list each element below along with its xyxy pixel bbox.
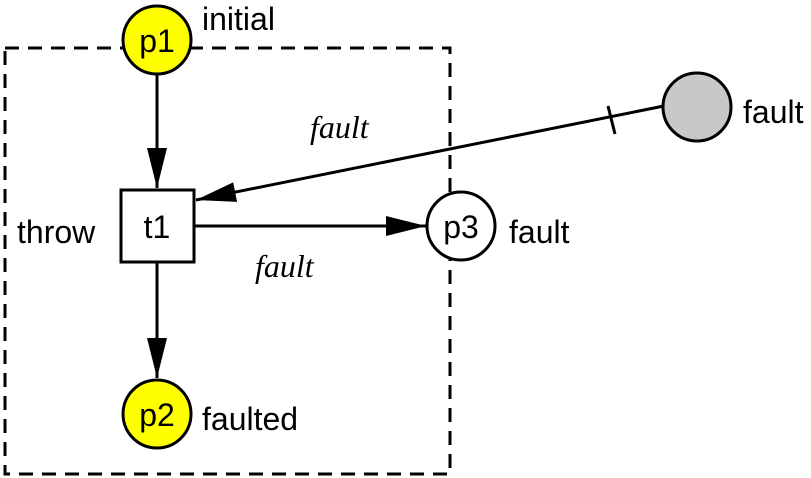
scope-boundary: [3, 46, 452, 476]
place-p2-name: p2: [139, 397, 175, 433]
transition-t1: [119, 188, 196, 264]
place-p1-label: initial: [202, 1, 275, 37]
place-p3-name: p3: [443, 209, 479, 245]
arc-label-external-to-t1: fault: [310, 109, 370, 145]
place-p3: [425, 190, 497, 262]
place-external: [661, 71, 733, 143]
place-p3-label: fault: [509, 214, 570, 250]
transition-t1-name: t1: [144, 209, 171, 245]
place-p2-label: faulted: [202, 401, 298, 437]
transition-t1-label: throw: [17, 214, 96, 250]
arc-label-t1-to-p3: fault: [255, 248, 315, 284]
place-p1-name: p1: [139, 23, 175, 59]
place-p2: [121, 378, 193, 450]
arc-external-to-t1: [195, 104, 665, 202]
place-external-label: fault: [743, 94, 804, 130]
place-p1: [121, 4, 193, 76]
arc-tick-mark: [606, 105, 617, 135]
